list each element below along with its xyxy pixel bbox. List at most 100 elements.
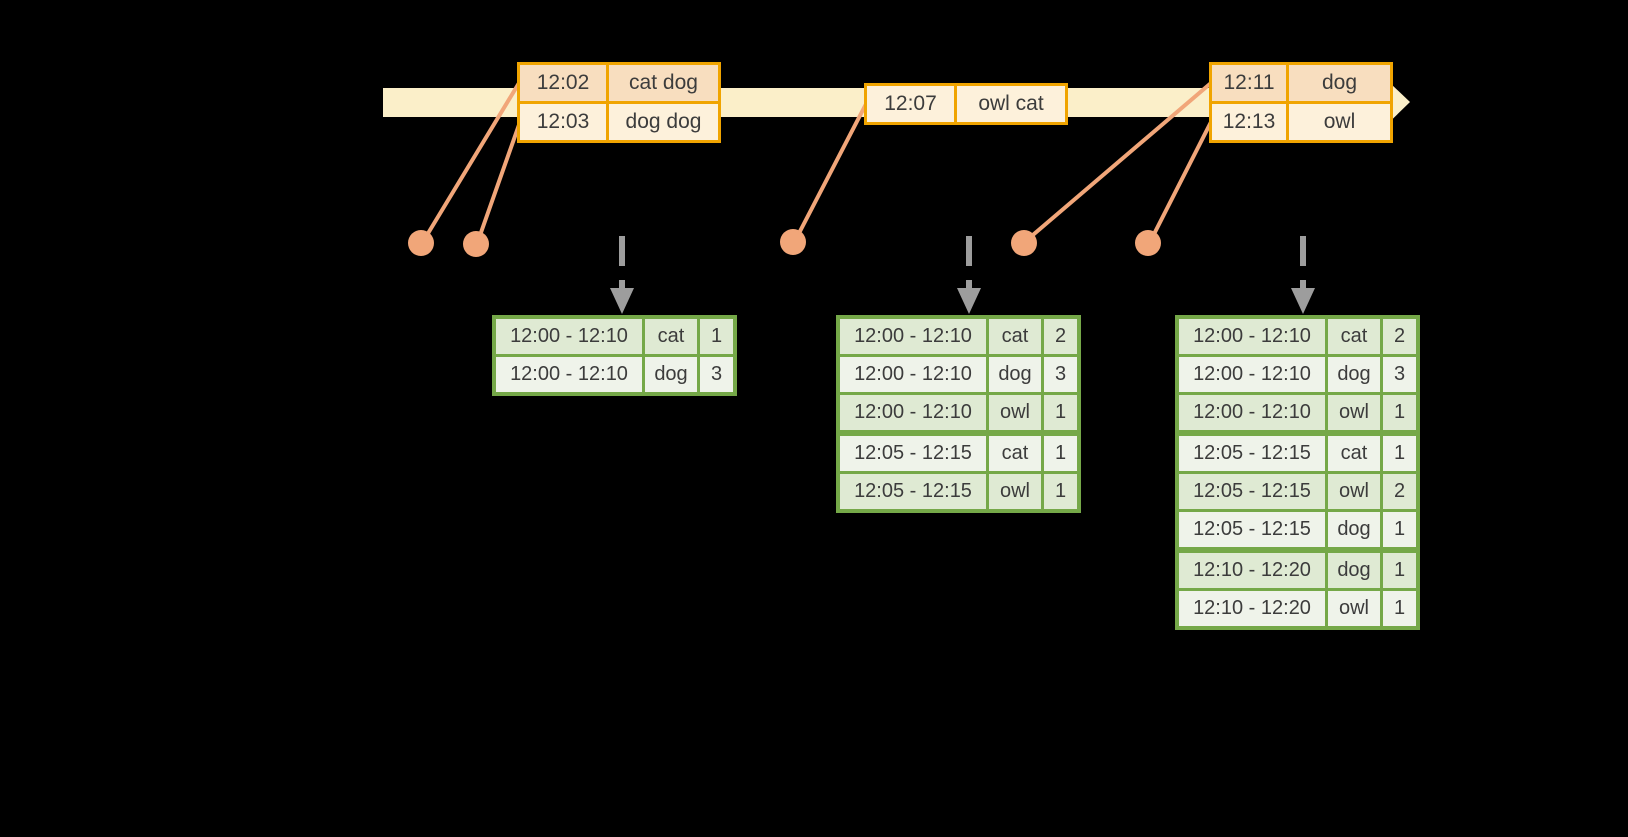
window-cell: 12:00 - 12:10 (496, 357, 642, 392)
event-words-cell: dog dog (609, 104, 718, 140)
connector-line (1149, 120, 1213, 242)
word-cell: dog (1328, 512, 1380, 547)
event-time-cell: 12:11 (1212, 65, 1286, 101)
word-cell: dog (1328, 357, 1380, 392)
result-row: 12:05 - 12:15 owl 2 (1179, 474, 1416, 509)
count-cell: 3 (700, 357, 733, 392)
event-table-3: 12:11 dog 12:13 owl (1209, 62, 1393, 143)
result-row: 12:00 - 12:10 owl 1 (1179, 395, 1416, 430)
window-cell: 12:00 - 12:10 (1179, 357, 1325, 392)
count-cell: 1 (1383, 395, 1416, 430)
word-cell: cat (1328, 319, 1380, 354)
trigger-arrow (1291, 236, 1315, 314)
word-cell: dog (645, 357, 697, 392)
trigger-arrow (610, 236, 634, 314)
window-cell: 12:05 - 12:15 (840, 474, 986, 509)
window-cell: 12:05 - 12:15 (1179, 436, 1325, 471)
result-row: 12:10 - 12:20 dog 1 (1179, 553, 1416, 588)
event-row: 12:11 dog (1212, 65, 1390, 101)
event-time-cell: 12:07 (867, 86, 954, 122)
result-row: 12:10 - 12:20 owl 1 (1179, 591, 1416, 626)
event-time-cell: 12:02 (520, 65, 606, 101)
count-cell: 1 (1044, 474, 1077, 509)
word-cell: owl (1328, 591, 1380, 626)
result-row: 12:00 - 12:10 cat 2 (1179, 319, 1416, 354)
connector-line (476, 120, 522, 243)
count-cell: 1 (1383, 553, 1416, 588)
connector-line (422, 81, 521, 242)
window-cell: 12:00 - 12:10 (840, 319, 986, 354)
arrow-down-icon (957, 288, 981, 314)
event-table-2: 12:07 owl cat (864, 83, 1068, 125)
event-marker-dot (1011, 230, 1037, 256)
result-row: 12:00 - 12:10 dog 3 (1179, 357, 1416, 392)
window-cell: 12:05 - 12:15 (1179, 474, 1325, 509)
window-cell: 12:00 - 12:10 (1179, 319, 1325, 354)
word-cell: owl (1328, 395, 1380, 430)
word-cell: owl (989, 474, 1041, 509)
count-cell: 2 (1383, 319, 1416, 354)
event-row: 12:13 owl (1212, 104, 1390, 140)
arrow-down-icon (1291, 288, 1315, 314)
arrow-down-icon (610, 288, 634, 314)
window-cell: 12:00 - 12:10 (840, 357, 986, 392)
event-time-cell: 12:03 (520, 104, 606, 140)
event-row: 12:02 cat dog (520, 65, 718, 101)
word-cell: cat (1328, 436, 1380, 471)
count-cell: 3 (1044, 357, 1077, 392)
trigger-arrow (957, 236, 981, 314)
event-marker-dot (1135, 230, 1161, 256)
event-words-cell: owl (1289, 104, 1390, 140)
window-cell: 12:10 - 12:20 (1179, 553, 1325, 588)
count-cell: 1 (1044, 436, 1077, 471)
window-cell: 12:00 - 12:10 (840, 395, 986, 430)
window-cell: 12:00 - 12:10 (496, 319, 642, 354)
result-table-3: 12:00 - 12:10 cat 2 12:00 - 12:10 dog 3 … (1175, 315, 1420, 630)
result-row: 12:00 - 12:10 cat 2 (840, 319, 1077, 354)
connector-line (1025, 81, 1213, 242)
window-cell: 12:05 - 12:15 (1179, 512, 1325, 547)
result-row: 12:05 - 12:15 cat 1 (840, 436, 1077, 471)
count-cell: 3 (1383, 357, 1416, 392)
window-cell: 12:05 - 12:15 (840, 436, 986, 471)
count-cell: 1 (1383, 436, 1416, 471)
word-cell: cat (989, 436, 1041, 471)
result-row: 12:05 - 12:15 cat 1 (1179, 436, 1416, 471)
event-row: 12:03 dog dog (520, 104, 718, 140)
event-marker-dot (408, 230, 434, 256)
word-cell: cat (645, 319, 697, 354)
window-cell: 12:10 - 12:20 (1179, 591, 1325, 626)
connector-line (794, 102, 868, 241)
word-cell: cat (989, 319, 1041, 354)
event-words-cell: cat dog (609, 65, 718, 101)
result-row: 12:05 - 12:15 dog 1 (1179, 512, 1416, 547)
count-cell: 1 (1383, 512, 1416, 547)
word-cell: owl (989, 395, 1041, 430)
event-marker-dot (463, 231, 489, 257)
event-row: 12:07 owl cat (867, 86, 1065, 122)
count-cell: 1 (1383, 591, 1416, 626)
word-cell: owl (1328, 474, 1380, 509)
event-table-1: 12:02 cat dog 12:03 dog dog (517, 62, 721, 143)
count-cell: 2 (1044, 319, 1077, 354)
result-row: 12:05 - 12:15 owl 1 (840, 474, 1077, 509)
word-cell: dog (989, 357, 1041, 392)
count-cell: 1 (700, 319, 733, 354)
event-marker-dot (780, 229, 806, 255)
window-cell: 12:00 - 12:10 (1179, 395, 1325, 430)
result-row: 12:00 - 12:10 dog 3 (496, 357, 733, 392)
result-row: 12:00 - 12:10 owl 1 (840, 395, 1077, 430)
event-words-cell: dog (1289, 65, 1390, 101)
connector-lines (422, 81, 1213, 243)
trigger-arrows (610, 236, 1315, 314)
event-time-cell: 12:13 (1212, 104, 1286, 140)
event-words-cell: owl cat (957, 86, 1065, 122)
result-table-1: 12:00 - 12:10 cat 1 12:00 - 12:10 dog 3 (492, 315, 737, 396)
word-cell: dog (1328, 553, 1380, 588)
count-cell: 1 (1044, 395, 1077, 430)
result-row: 12:00 - 12:10 dog 3 (840, 357, 1077, 392)
event-markers (408, 229, 1161, 257)
result-table-2: 12:00 - 12:10 cat 2 12:00 - 12:10 dog 3 … (836, 315, 1081, 513)
result-row: 12:00 - 12:10 cat 1 (496, 319, 733, 354)
